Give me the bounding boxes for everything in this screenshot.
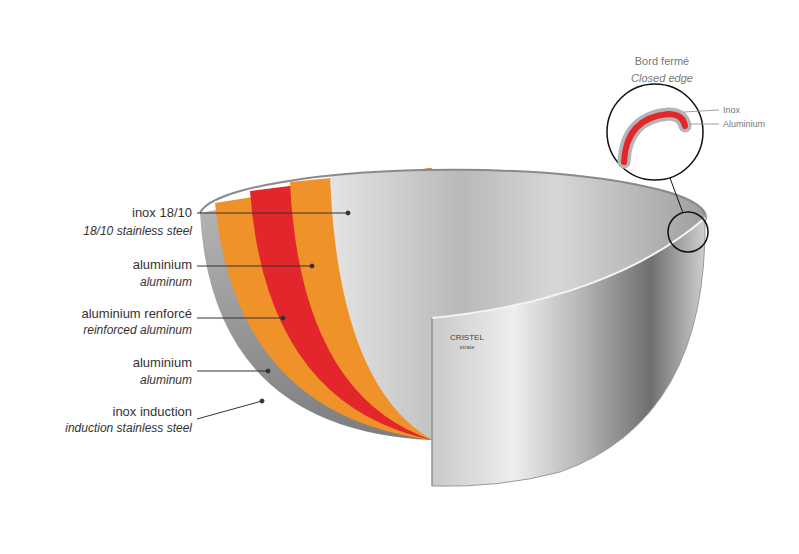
detail-title: Bord fermé — [635, 55, 689, 68]
leader-lines — [197, 211, 350, 419]
layer-name: aluminium renforcé — [81, 306, 192, 322]
brand-mark: CRISTEL — [450, 333, 484, 343]
detail-part-name: Aluminium — [723, 119, 765, 130]
layer-translation: induction stainless steel — [65, 421, 192, 435]
layer-name: aluminium — [133, 257, 192, 273]
layer-translation: 18/10 stainless steel — [83, 224, 192, 238]
detail-leaders — [684, 110, 719, 124]
detail-title: Closed edge — [631, 72, 693, 85]
brand-mark: strate — [459, 344, 474, 351]
detail-marker — [668, 212, 708, 252]
layer-translation: aluminum — [140, 373, 192, 387]
layer-name: inox induction — [113, 404, 193, 420]
edge-aluminium — [624, 114, 685, 162]
cut-edge — [432, 318, 433, 486]
detail-circle — [607, 84, 703, 180]
layer-name: inox 18/10 — [132, 205, 192, 221]
layer-translation: reinforced aluminum — [83, 323, 192, 337]
front-rim — [432, 218, 705, 318]
detail-link — [670, 178, 683, 213]
detail-part-name: Inox — [723, 105, 740, 116]
pot-exterior — [432, 218, 705, 486]
layer-translation: aluminum — [140, 275, 192, 289]
edge-steel — [624, 114, 685, 162]
layer-name: aluminium — [133, 355, 192, 371]
pot-rim — [200, 170, 705, 215]
